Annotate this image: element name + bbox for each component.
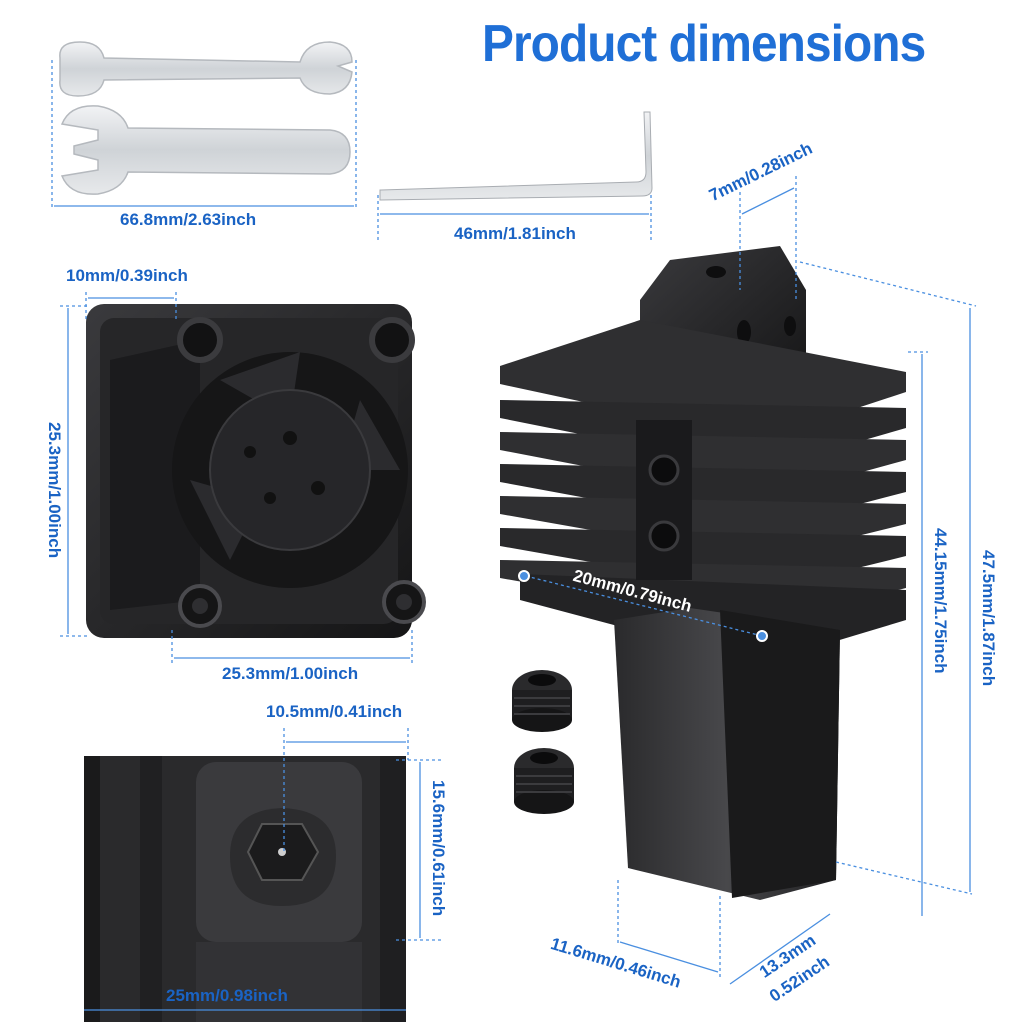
dimension-lines [51, 60, 977, 1011]
fan-width-label: 25.3mm/1.00inch [222, 664, 359, 683]
set-screw-icon [514, 748, 574, 814]
wrench-width-label: 66.8mm/2.63inch [120, 210, 257, 229]
hex-key-icon [379, 111, 653, 201]
nozzle-offset-label: 10.5mm/0.41inch [266, 702, 403, 721]
wrench-top-icon [59, 41, 353, 97]
hex-key-length-label: 46mm/1.81inch [454, 224, 576, 243]
cooling-fan-icon [86, 304, 426, 638]
hole-marker [756, 630, 768, 642]
set-screw-icon [512, 670, 572, 732]
hotend-depth-label: 15.6mm/0.61inch [429, 780, 448, 917]
hotend-width-label: 25mm/0.98inch [166, 986, 288, 1005]
fan-height-label: 25.3mm/1.00inch [45, 422, 64, 559]
wrench-bottom-icon [60, 105, 351, 195]
heatsink-icon [500, 246, 906, 900]
heatsink-height-total-label: 47.5mm/1.87inch [979, 550, 998, 687]
page-title: Product dimensions [482, 15, 926, 73]
fan-mount-offset-label: 10mm/0.39inch [66, 266, 188, 285]
hole-marker [518, 570, 530, 582]
hotend-bottom-view-icon [84, 756, 406, 1022]
heatsink-height-inner-label: 44.15mm/1.75inch [931, 528, 950, 674]
